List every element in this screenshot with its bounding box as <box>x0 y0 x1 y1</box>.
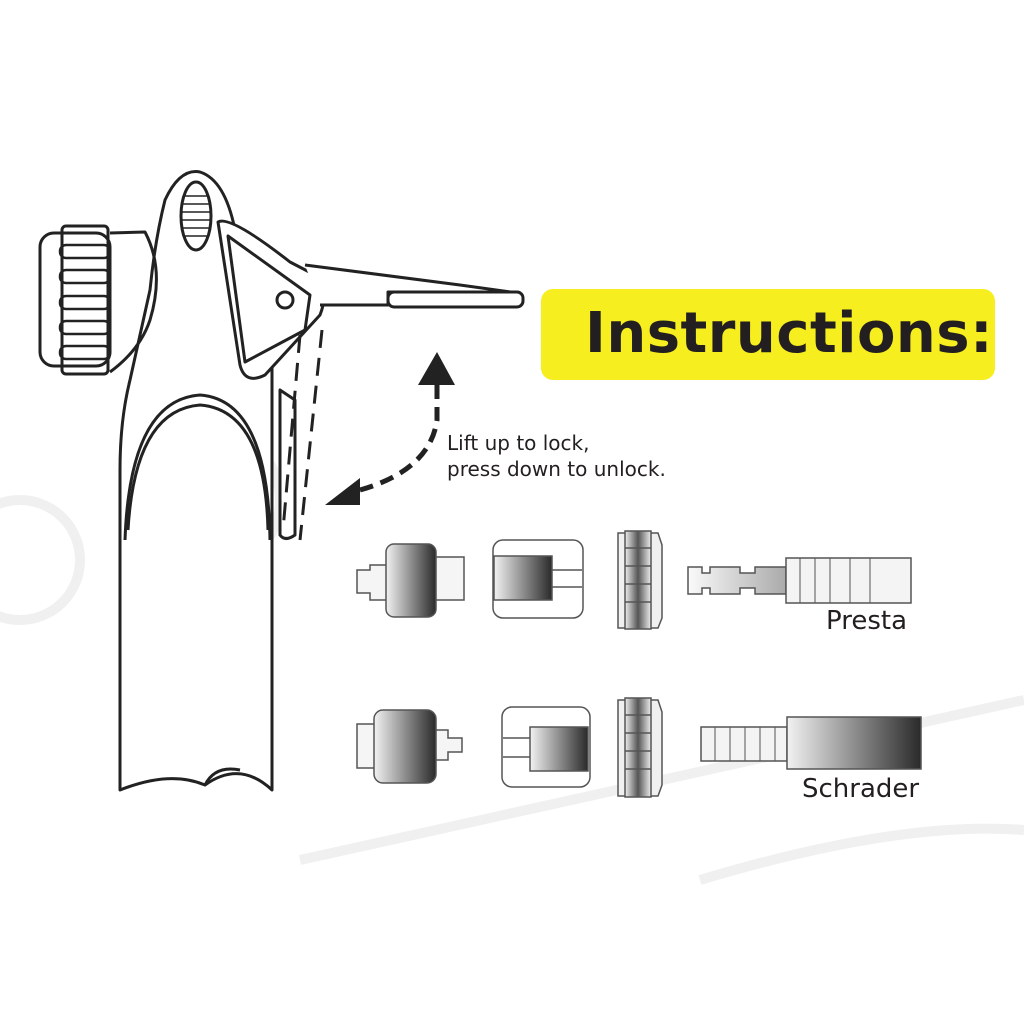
curved-dashed-arrow <box>325 352 455 505</box>
lock-lever <box>216 219 525 541</box>
lock-instruction-line2: press down to unlock. <box>447 457 666 481</box>
schrader-label: Schrader <box>802 774 920 804</box>
schrader-parts <box>356 697 922 798</box>
instructions-title: Instructions: <box>585 301 994 366</box>
lock-instruction-line1: Lift up to lock, <box>447 431 590 455</box>
presta-label: Presta <box>826 606 908 636</box>
lock-instruction: Lift up to lock, press down to unlock. <box>447 430 666 482</box>
presta-parts <box>356 530 912 630</box>
instructions-banner: Instructions: <box>541 289 995 380</box>
